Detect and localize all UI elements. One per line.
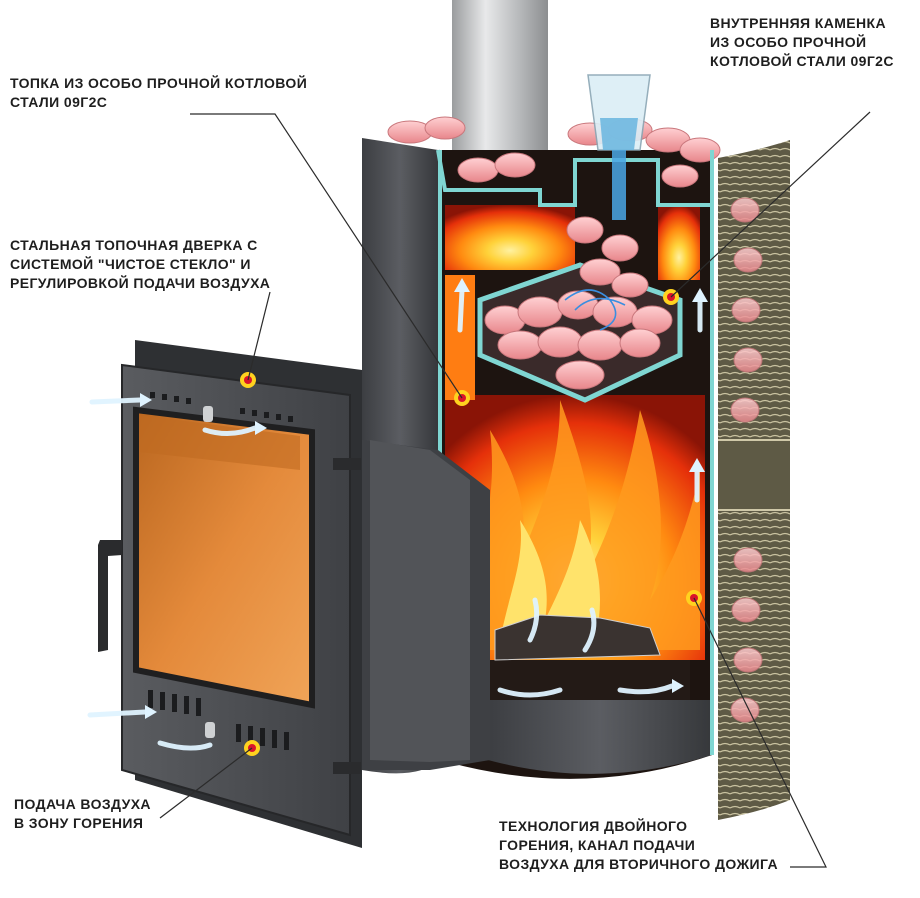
body-bottom: [488, 700, 712, 774]
label-double-combustion: Технология двойного горения, канал подач…: [499, 817, 778, 874]
airflow-arrow-icon: [457, 287, 465, 333]
airflow-arrow-icon: [497, 687, 563, 698]
door-glass-highlight: [140, 415, 300, 470]
label-firebox: Топка из особо прочной котловой стали 09…: [10, 74, 307, 112]
fire-side-left: [445, 275, 475, 400]
airflow-arrow-icon: [527, 597, 540, 643]
leader-inner-heater: [670, 111, 871, 298]
airflow-arrow-icon: [582, 607, 597, 653]
leader-firebox: [190, 113, 463, 399]
door-handle[interactable]: [98, 540, 122, 652]
door-top-vents: [150, 392, 293, 422]
label-door: Стальная топочная дверка с системой "чис…: [10, 236, 270, 293]
airflow-arrow-icon: [89, 397, 143, 405]
label-inner-heater-line2: из особо прочной: [710, 34, 867, 50]
label-firebox-line1: Топка из особо прочной котловой: [10, 75, 308, 91]
side-bracket: [370, 440, 470, 762]
airflow-arrow-icon: [617, 683, 675, 695]
label-double-combustion-line3: воздуха для вторичного дожига: [499, 856, 778, 872]
label-inner-heater-line3: котловой стали 09Г2С: [710, 53, 894, 69]
label-door-line2: системой "чистое стекло" и: [10, 256, 251, 272]
label-inner-heater-line1: Внутренняя каменка: [710, 15, 887, 31]
label-firebox-line2: стали 09Г2С: [10, 94, 108, 110]
water-glass-icon: [587, 74, 651, 220]
airflow-arrows: [87, 287, 703, 751]
label-air-supply-line1: Подача воздуха: [14, 796, 151, 812]
fire-core: [500, 520, 600, 640]
door-glass: [133, 406, 315, 709]
mesh-cladding: [718, 140, 790, 820]
fire-side-right: [658, 205, 700, 280]
label-inner-heater: Внутренняя каменка из особо прочной котл…: [710, 14, 894, 71]
label-air-supply: Подача воздуха в зону горения: [14, 795, 151, 833]
leader-double-combustion: [693, 597, 827, 868]
bottom-air-regulator[interactable]: [205, 722, 215, 738]
water-splash: [564, 289, 626, 331]
label-double-combustion-line1: Технология двойного: [499, 818, 688, 834]
stones-inner: [484, 216, 673, 390]
airflow-arrow-icon: [87, 709, 148, 718]
firebox-door[interactable]: [98, 340, 362, 848]
door-hinge-top: [333, 458, 361, 470]
airflow-heads: [140, 278, 708, 719]
label-double-combustion-line2: горения, канал подачи: [499, 837, 696, 853]
label-door-line1: Стальная топочная дверка с: [10, 237, 258, 253]
leader-air-supply: [159, 747, 253, 819]
door-hinge-bottom: [333, 762, 361, 774]
label-door-line3: регулировкой подачи воздуха: [10, 275, 271, 291]
door-bottom-vents: [148, 690, 289, 750]
airflow-arrow-icon: [202, 425, 258, 436]
top-air-regulator[interactable]: [203, 406, 213, 422]
fire-upper: [445, 205, 575, 270]
top-heater-frame: [436, 149, 714, 207]
airflow-arrow-icon: [157, 740, 213, 751]
leader-door: [247, 291, 271, 381]
leader-lines: [159, 111, 871, 868]
label-air-supply-line2: в зону горения: [14, 815, 144, 831]
